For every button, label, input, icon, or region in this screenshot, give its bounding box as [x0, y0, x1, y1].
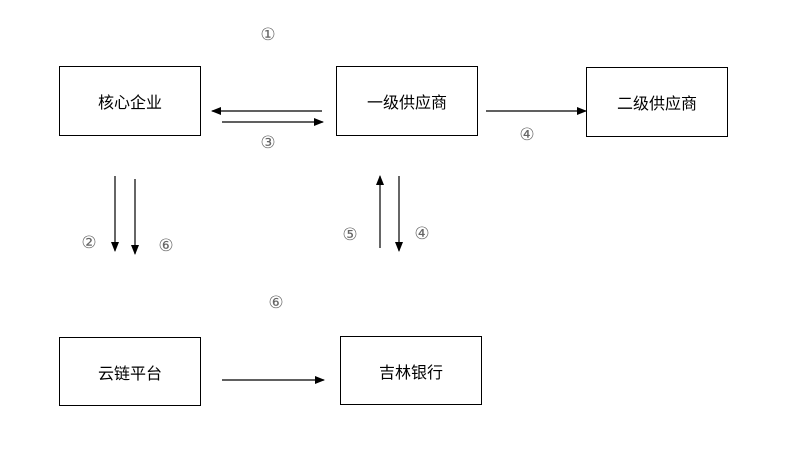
tier1-supplier-box: 一级供应商	[336, 66, 478, 136]
tier2-supplier-label: 二级供应商	[616, 94, 697, 113]
step-1-label: ①	[260, 25, 276, 45]
tier2-supplier-box: 二级供应商	[586, 67, 728, 137]
core-enterprise-box: 核心企业	[59, 66, 201, 136]
core-enterprise-label: 核心企业	[97, 93, 162, 112]
step-5-label: ⑤	[342, 225, 358, 245]
cloud-chain-platform-box: 云链平台	[59, 337, 201, 406]
step-2-label: ②	[81, 233, 97, 253]
step-3-label: ③	[260, 133, 276, 153]
step-6-label-down: ⑥	[158, 236, 174, 256]
cloud-chain-platform-label: 云链平台	[97, 363, 162, 383]
tier1-supplier-label: 一级供应商	[366, 93, 447, 112]
step-4-label-right: ④	[519, 125, 535, 145]
step-4-label-down: ④	[414, 224, 430, 244]
step-6-label-right: ⑥	[268, 293, 284, 313]
jilin-bank-label: 吉林银行	[378, 362, 443, 382]
jilin-bank-box: 吉林银行	[340, 336, 482, 405]
